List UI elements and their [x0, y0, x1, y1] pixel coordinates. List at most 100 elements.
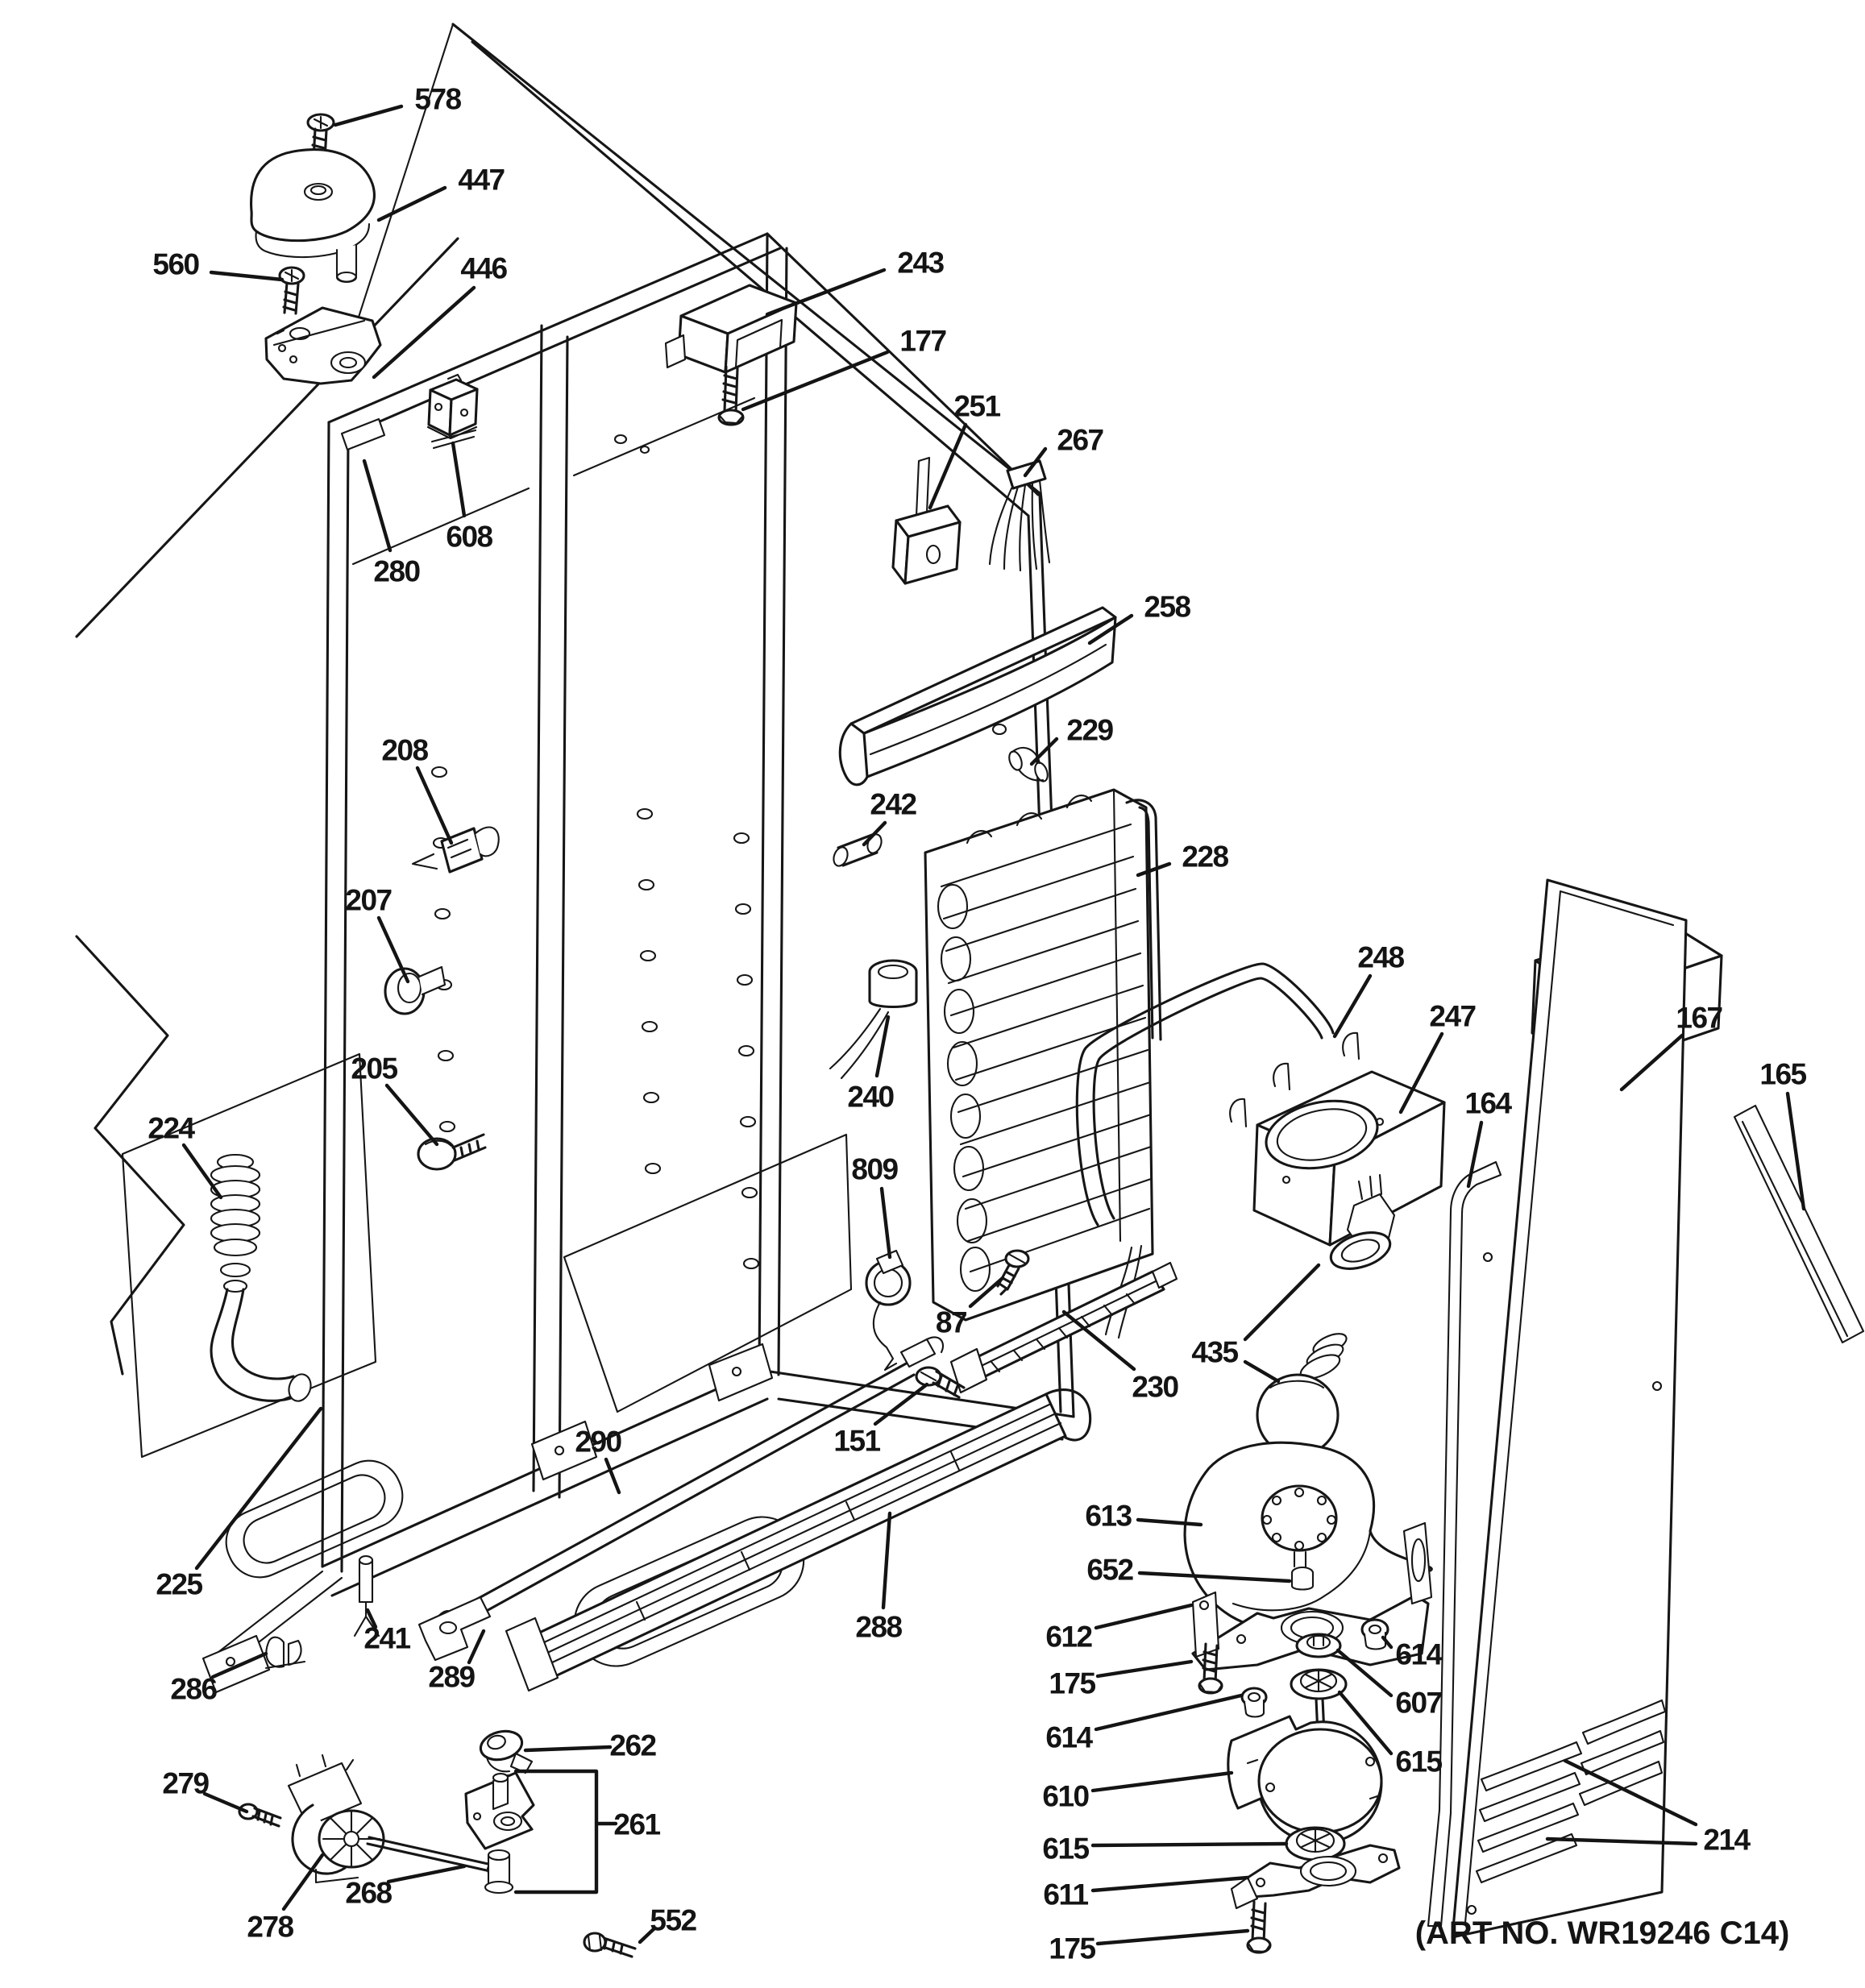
trim-strip-165 [1733, 1104, 1865, 1344]
callout-610: 610 [1042, 1779, 1089, 1812]
coil-bridges [966, 794, 1093, 845]
leader-608 [451, 441, 467, 518]
leader-258 [1087, 613, 1134, 645]
fan-bracket-612 [1191, 1521, 1433, 1671]
bracket-tube-289 [417, 1596, 492, 1662]
leader-809 [879, 1186, 892, 1260]
plate-hole [554, 1445, 565, 1456]
callout-435: 435 [1191, 1335, 1238, 1368]
rear-access-panel-214 [1451, 878, 1688, 1939]
pin-241 [353, 1554, 380, 1637]
leader-288 [881, 1511, 892, 1610]
top-hinge-group [250, 113, 479, 451]
leader-228 [1136, 861, 1172, 878]
liner-seams [351, 396, 756, 566]
leader-615 [1337, 1690, 1394, 1756]
leader-446 [372, 285, 476, 380]
accumulator [1125, 799, 1162, 1041]
leader-164 [1466, 1120, 1484, 1189]
callout-225: 225 [156, 1567, 202, 1600]
washer-607 [1295, 1633, 1342, 1658]
right-wall-top-edge [766, 232, 1040, 496]
callout-240: 240 [847, 1080, 894, 1113]
kickplate-grille-288 [505, 1388, 1092, 1692]
tube-242 [833, 833, 883, 867]
thumb-screw-205 [417, 1133, 487, 1171]
rear-panel-group [1427, 878, 1865, 1939]
leader-435 [1243, 1263, 1321, 1342]
screw-151 [915, 1366, 966, 1399]
leader-247 [1398, 1031, 1444, 1114]
hinge-kit-261 [464, 1769, 599, 1895]
callout-251: 251 [953, 389, 1000, 422]
leader-267 [1023, 446, 1048, 478]
leader-229 [1029, 737, 1059, 766]
callout-560: 560 [152, 247, 199, 280]
evaporator-fan-group [1183, 1441, 1433, 1954]
callout-229: 229 [1066, 713, 1113, 746]
shelf-dimples-right [613, 434, 760, 1270]
callout-652: 652 [1086, 1553, 1133, 1586]
shim-280 [340, 417, 386, 451]
plug-button-207 [384, 965, 447, 1015]
leader-248 [1332, 973, 1373, 1039]
hinge-cover-447 [250, 148, 376, 284]
leader-241 [365, 1608, 378, 1629]
callout-614: 614 [1395, 1637, 1443, 1671]
tube-open-end [288, 1373, 312, 1402]
cut-window [121, 1052, 377, 1459]
heater-rail-230 [949, 1261, 1178, 1394]
leader-652 [1137, 1571, 1292, 1583]
bracket-243 [664, 284, 798, 374]
refrigerator-cabinet [75, 23, 1075, 1694]
front-left-edge [321, 421, 350, 1573]
air-tower-recess [563, 1133, 853, 1413]
callout-578: 578 [414, 82, 461, 115]
callout-290: 290 [575, 1425, 621, 1458]
callout-87: 87 [936, 1305, 966, 1338]
leader-289 [467, 1629, 486, 1665]
callout-208: 208 [381, 733, 428, 766]
callout-214: 214 [1703, 1823, 1751, 1856]
callout-167: 167 [1676, 1001, 1722, 1034]
cut-zigzag [75, 935, 185, 1376]
callout-615: 615 [1395, 1745, 1442, 1778]
leader-230 [1061, 1309, 1136, 1372]
trim-strip-165-line [1741, 1120, 1849, 1338]
mullion-front-edge [532, 324, 569, 1499]
retainer-615-lower [1285, 1826, 1346, 1861]
leader-614 [1094, 1693, 1244, 1732]
screw-560 [278, 266, 305, 315]
callout-607: 607 [1395, 1686, 1441, 1719]
callout-bracket-261 [513, 1769, 599, 1895]
leader-165 [1785, 1091, 1806, 1211]
evaporator-coils [937, 883, 991, 1293]
leader-243 [765, 268, 887, 317]
evaporator-228 [924, 788, 1162, 1339]
callout-165: 165 [1759, 1057, 1806, 1090]
clip-286 [264, 1636, 306, 1670]
callout-230: 230 [1132, 1370, 1178, 1403]
callout-247: 247 [1429, 999, 1475, 1032]
callout-267: 267 [1057, 423, 1103, 456]
leader-251 [928, 422, 968, 510]
leader-225 [194, 1406, 323, 1571]
callout-278: 278 [247, 1910, 293, 1943]
leader-278 [281, 1853, 325, 1911]
callout-612: 612 [1045, 1620, 1092, 1653]
leader-87 [968, 1276, 1005, 1309]
leader-615 [1090, 1841, 1289, 1848]
cam-262 [479, 1729, 534, 1774]
retainer-615-upper [1290, 1668, 1348, 1700]
callout-258: 258 [1144, 590, 1190, 623]
leader-612 [1094, 1603, 1194, 1630]
leader-177 [741, 350, 890, 412]
harness-809 [865, 1249, 912, 1372]
gasket-248 [1075, 962, 1335, 1226]
callout-228: 228 [1182, 840, 1228, 873]
callout-446: 446 [460, 251, 507, 284]
thermostat-240 [829, 959, 918, 1080]
leader-268 [386, 1864, 467, 1884]
cut-line [75, 237, 459, 638]
